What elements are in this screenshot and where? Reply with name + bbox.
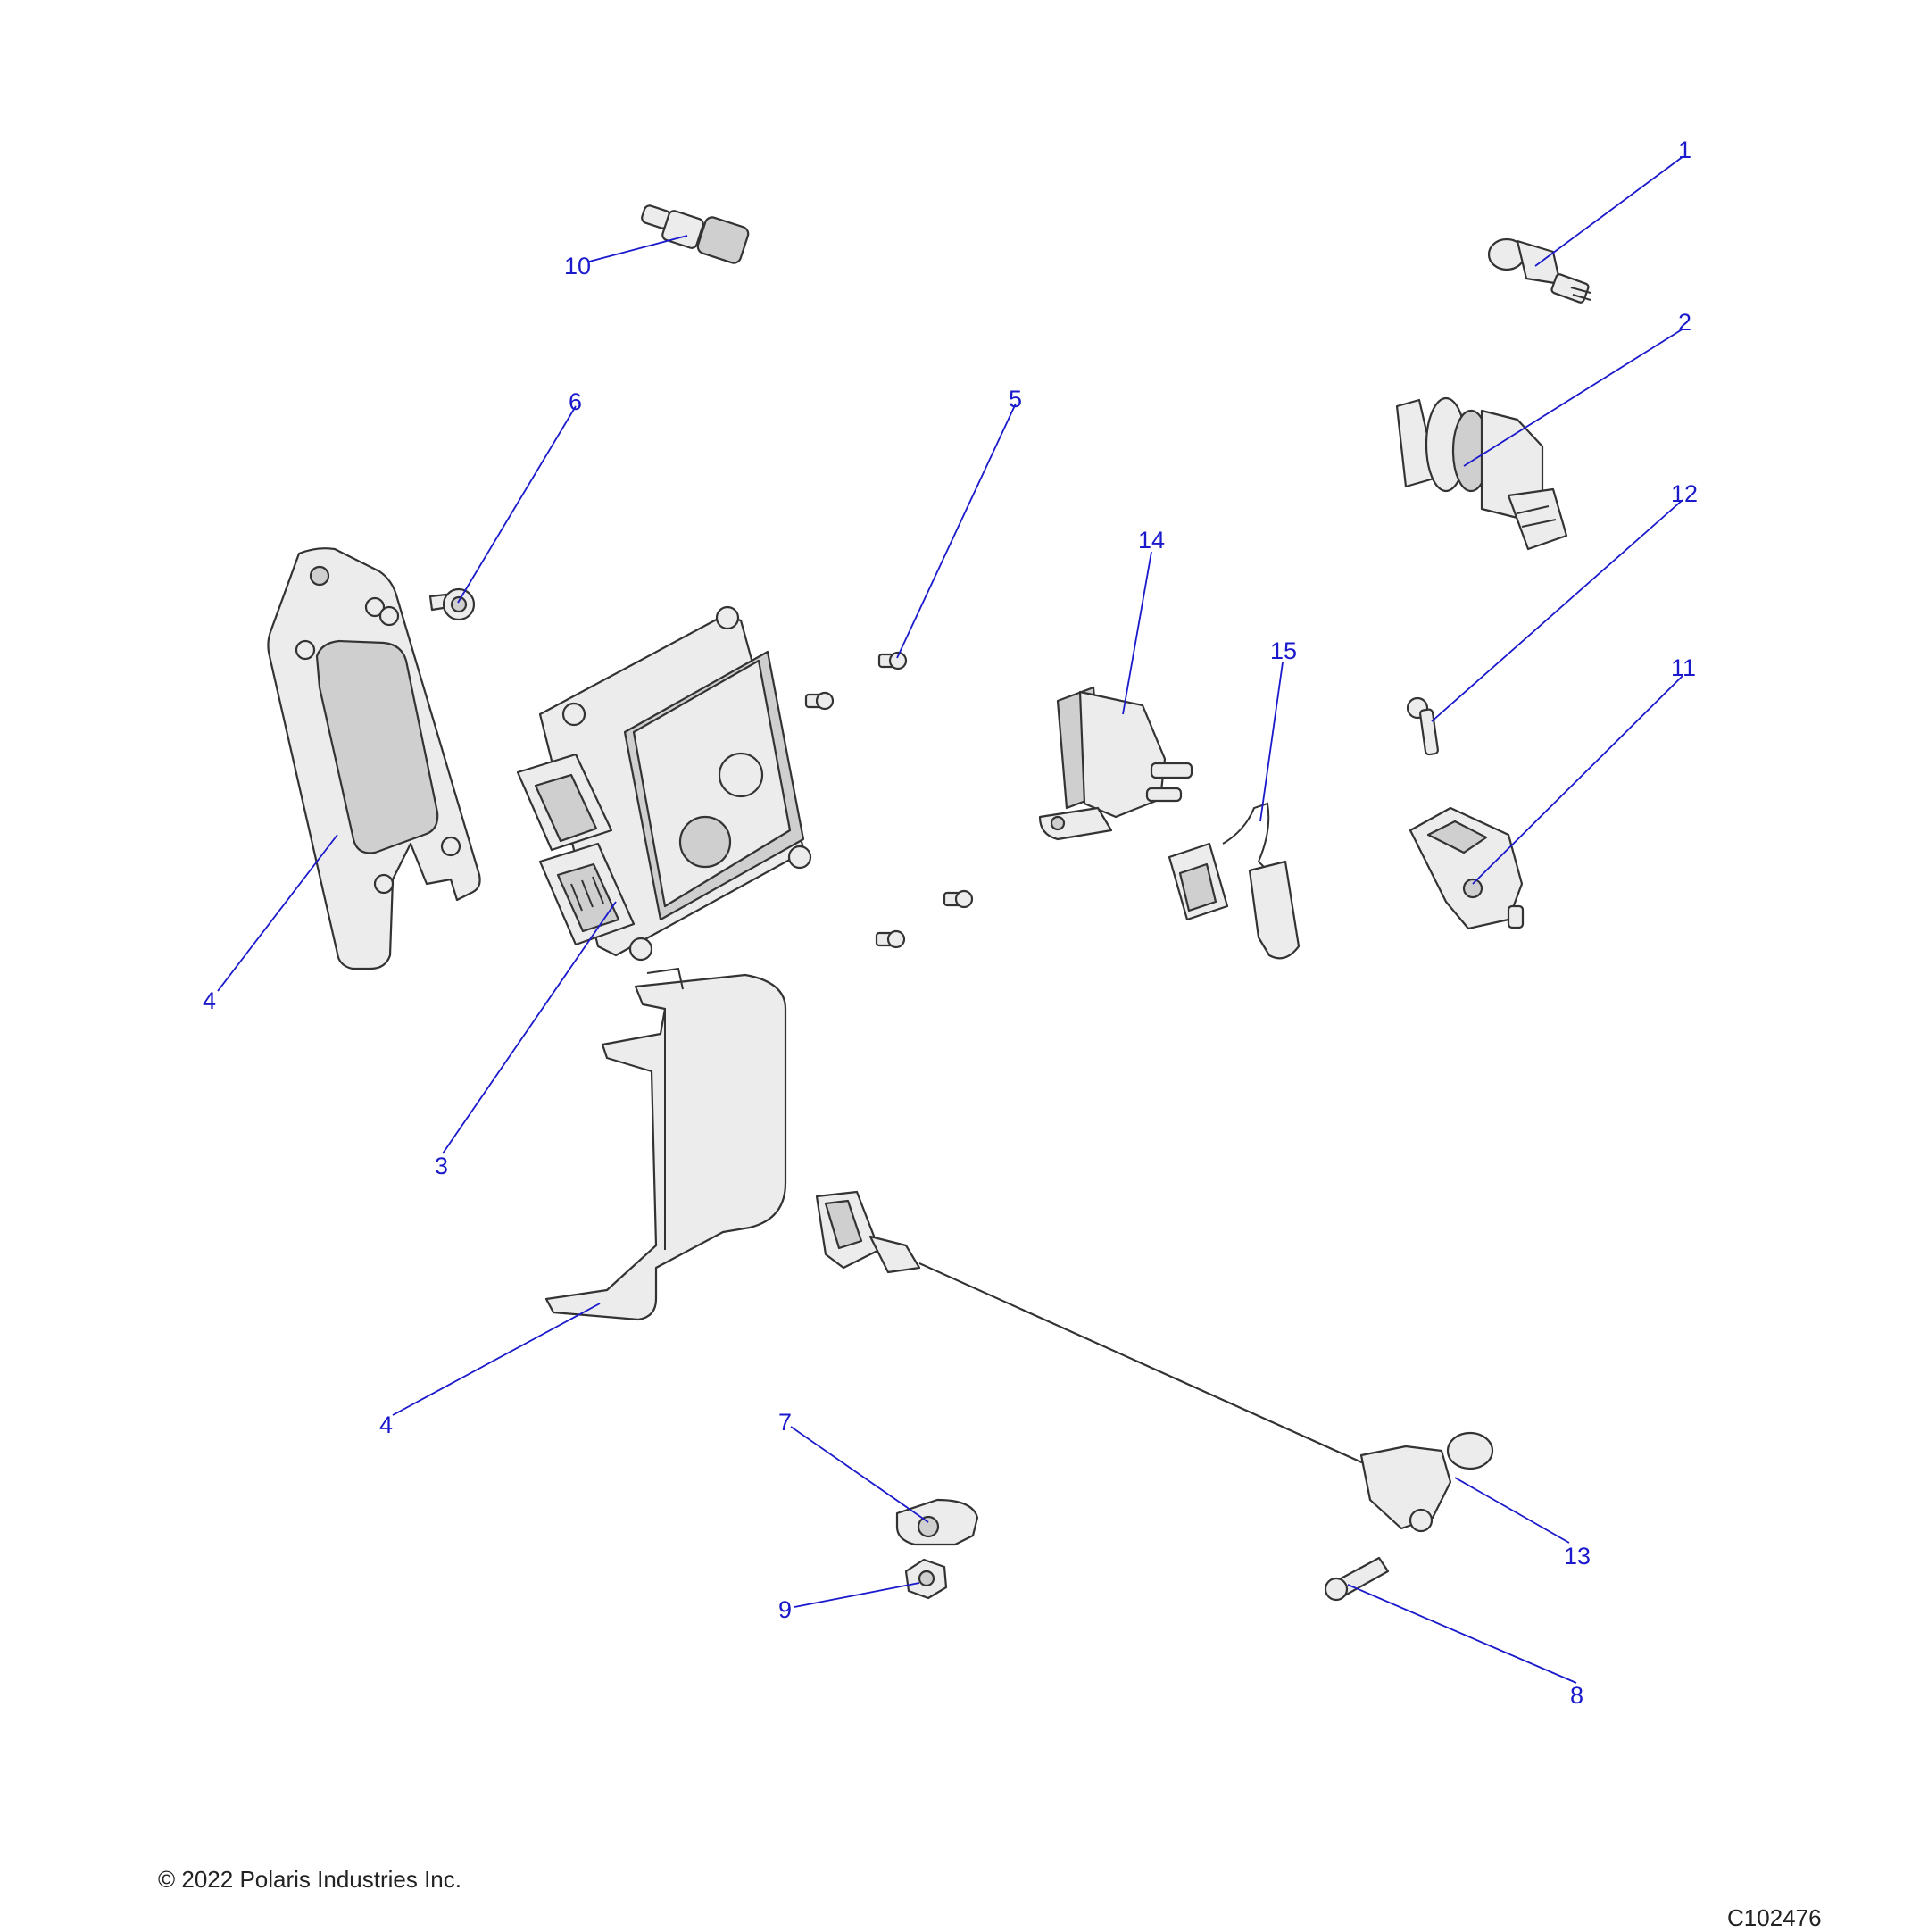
leader-5 [896,403,1017,659]
callout-8: 8 [1570,1682,1583,1709]
callout-12: 12 [1671,480,1698,507]
part-3-ecu [516,605,812,962]
callout-13: 13 [1564,1543,1591,1570]
leader-15 [1259,662,1284,822]
part-4-bracket-plate [267,547,481,970]
callout-6: 6 [569,388,582,415]
figure-id: C102476 [1727,1904,1822,1931]
callout-15: 15 [1270,637,1297,664]
copyright-notice: © 2022 Polaris Industries Inc. [158,1866,461,1893]
part-14-relay [1038,686,1193,841]
part-15-pigtail-sensor [1168,802,1301,960]
part-7-clip [895,1498,979,1546]
leader-1 [1534,155,1684,267]
callout-4a: 4 [203,987,216,1014]
leader-2 [1463,328,1684,467]
part-1-pressure-switch [1487,237,1591,304]
part-13-crank-sensor [815,1190,1494,1533]
part-6-screw [428,587,476,621]
part-12-bolt [1406,696,1439,756]
leader-4a [217,834,338,992]
part-11-map-sensor [1409,806,1525,930]
callout-2: 2 [1678,309,1691,336]
leader-9 [794,1582,920,1608]
part-10-temp-sensor [641,204,750,264]
leader-4b [392,1303,601,1416]
callout-11: 11 [1671,654,1696,681]
part-2-speed-sensor [1395,396,1568,551]
callout-numbers: 1 2 3 4 4 5 6 7 8 9 10 11 12 13 14 15 [203,137,1698,1709]
leader-6 [457,405,577,604]
leader-7 [790,1426,929,1523]
callout-10: 10 [564,253,591,279]
callout-5: 5 [1009,386,1022,412]
leader-11 [1472,675,1683,885]
callout-14: 14 [1138,527,1165,554]
part-8-bolt [1324,1556,1390,1602]
part-5-screws [804,651,974,949]
callout-4b: 4 [379,1412,393,1438]
leader-13 [1454,1477,1570,1544]
callout-3: 3 [435,1153,448,1179]
leader-lines [217,155,1684,1684]
leader-14 [1122,551,1152,715]
callout-9: 9 [778,1596,792,1623]
leader-3 [442,901,617,1154]
callout-1: 1 [1678,137,1691,163]
leader-8 [1347,1584,1577,1684]
leader-12 [1431,499,1683,722]
part-4-shield-bracket [544,967,787,1321]
callout-7: 7 [778,1409,792,1436]
part-9-nut [904,1558,948,1600]
leader-10 [588,235,688,262]
